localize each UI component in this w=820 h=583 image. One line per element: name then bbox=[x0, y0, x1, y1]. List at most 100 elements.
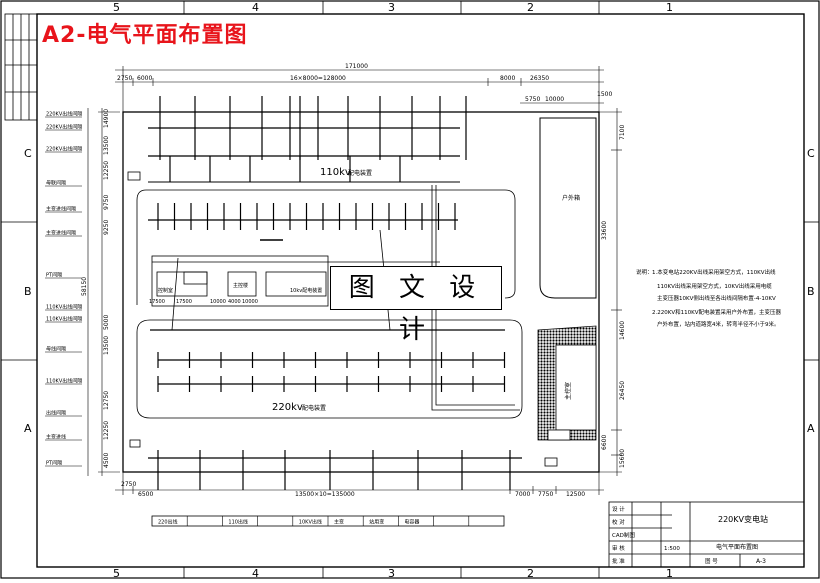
schedule-cell-0: 220出线 bbox=[158, 519, 178, 526]
main-building-box bbox=[227, 271, 257, 297]
bay-110kv-gantries bbox=[159, 96, 467, 182]
legend-label-6: PT间隔 bbox=[46, 272, 62, 279]
sv-room-box bbox=[555, 344, 597, 431]
legend-label-2: 220KV出线间隔 bbox=[46, 146, 82, 153]
substation-label: 户外箱 bbox=[562, 194, 580, 202]
kv10-label: 10kv配电装置 bbox=[290, 287, 322, 294]
schedule-cell-5: 主变 bbox=[334, 519, 344, 526]
dim-top-total: 171000 bbox=[345, 63, 368, 70]
dim-mid-1: 17500 bbox=[149, 299, 165, 305]
main-building-label: 主控楼 bbox=[233, 282, 248, 289]
watermark-stamp: 图 文 设 计 bbox=[330, 266, 502, 345]
right-dimensions bbox=[599, 108, 622, 476]
legend-label-3: 母联间隔 bbox=[46, 180, 66, 187]
col-label-1b: 1 bbox=[666, 567, 673, 579]
row-label-b: B bbox=[24, 285, 32, 298]
tb-row-3: CAD制图 bbox=[612, 531, 635, 539]
dim-bot-5: 7750 bbox=[538, 491, 553, 498]
dim-top-4: 8000 bbox=[500, 75, 515, 82]
legend-label-11: 出线间隔 bbox=[46, 410, 66, 417]
tb-row-1: 设 计 bbox=[612, 505, 625, 513]
dim-left-3: 12250 bbox=[103, 161, 110, 180]
col-label-2b: 2 bbox=[527, 567, 534, 579]
legend-label-10: 110KV出线间隔 bbox=[46, 378, 82, 385]
ctrl-room-label: 控制室 bbox=[158, 287, 173, 294]
row-label-c-r: C bbox=[807, 147, 815, 160]
dim-left-2: 13500 bbox=[103, 136, 110, 155]
col-label-3: 3 bbox=[388, 1, 395, 14]
notes-line-1: 1.本变电站220KV出线采用架空方式，110KV出线 bbox=[652, 268, 776, 276]
road-upper-left bbox=[136, 189, 147, 305]
page-title: A2-电气平面布置图 bbox=[42, 23, 248, 48]
legend-label-7: 110KV出线间隔 bbox=[46, 304, 82, 311]
sv-room-label: 主控室 bbox=[564, 382, 572, 400]
schedule-cell-4: 10KV出线 bbox=[299, 519, 322, 526]
schedule-cell-6: 站用变 bbox=[369, 519, 384, 526]
dim-right-6: 15600 bbox=[619, 449, 626, 468]
dim-top-2: 6000 bbox=[137, 75, 152, 82]
bay-220kv-busbars bbox=[150, 329, 505, 385]
legend-label-12: 主变进线 bbox=[46, 434, 66, 441]
dim-mid-5: 10000 bbox=[242, 299, 258, 305]
equipment-box-1 bbox=[127, 171, 141, 181]
col-label-4b: 4 bbox=[252, 567, 259, 579]
legend-label-13: PT间隔 bbox=[46, 460, 62, 467]
col-label-4: 4 bbox=[252, 1, 259, 14]
notes-header: 说明： bbox=[636, 268, 653, 276]
dim-bot-4: 7000 bbox=[515, 491, 530, 498]
site-boundary bbox=[122, 111, 600, 473]
col-label-5b: 5 bbox=[113, 567, 120, 579]
notes-line-4: 2.220KV和110KV配电装置采用户外布置，主变压器 bbox=[652, 308, 781, 316]
dim-top-3: 16×8000=128000 bbox=[290, 75, 346, 82]
dim-top-r2: 10000 bbox=[545, 96, 564, 103]
bay-110kv-busbars bbox=[148, 127, 460, 157]
bay-110kv-label: 110kv bbox=[320, 167, 351, 178]
dim-top-1: 2750 bbox=[117, 75, 132, 82]
road-upper-loop bbox=[146, 189, 516, 299]
title-block bbox=[608, 501, 805, 568]
main-building-area bbox=[151, 255, 329, 307]
dim-left-1: 14900 bbox=[103, 109, 110, 128]
dim-mid-3: 10000 bbox=[210, 299, 226, 305]
left-dimensions bbox=[87, 108, 120, 476]
legend-label-5: 主变进线间隔 bbox=[46, 230, 76, 237]
tb-page: 图 号 bbox=[705, 557, 718, 565]
legend-label-0: 220KV出线间隔 bbox=[46, 111, 82, 118]
bay-220kv-gantries bbox=[157, 352, 506, 392]
col-label-5: 5 bbox=[113, 1, 120, 14]
tb-scale: 1:500 bbox=[664, 546, 680, 552]
col-label-2: 2 bbox=[527, 1, 534, 14]
grid-labels: 5 4 3 2 1 5 4 3 2 1 C B A C B A bbox=[24, 1, 815, 580]
dim-right-3: 14600 bbox=[619, 321, 626, 340]
dim-left-total: 58150 bbox=[81, 277, 88, 296]
road-220-loop bbox=[136, 319, 523, 419]
tb-drawing: 电气平面布置图 bbox=[716, 543, 758, 551]
tb-number: A-3 bbox=[756, 558, 766, 565]
dim-bot-3: 13500×10=135000 bbox=[295, 491, 355, 498]
bay-110kv-note: 配电装置 bbox=[348, 169, 372, 177]
inner-frame bbox=[36, 13, 805, 568]
transformer-1 bbox=[183, 271, 208, 285]
transformer-2 bbox=[547, 429, 571, 441]
transformer-feeds bbox=[171, 185, 520, 411]
tb-project: 220KV变电站 bbox=[718, 514, 768, 524]
row-label-c: C bbox=[24, 147, 32, 160]
legend-label-4: 主变进线间隔 bbox=[46, 206, 76, 213]
row-label-a-r: A bbox=[807, 422, 815, 435]
notes-line-5: 户外布置，站内道路宽4米，转弯半径不小于9米。 bbox=[657, 320, 780, 328]
bay-220kv-label: 220kv bbox=[272, 402, 303, 413]
dim-right-4: 26450 bbox=[619, 381, 626, 400]
row-label-b-r: B bbox=[807, 285, 815, 298]
dim-mid-4: 4000 bbox=[228, 299, 241, 305]
bay-220kv-note: 配电装置 bbox=[302, 404, 326, 412]
dim-left-9: 12250 bbox=[103, 421, 110, 440]
notes-line-3: 主变压器10KV侧出线至各出线间隔布置-4-10KV bbox=[657, 294, 776, 302]
schedule-cell-2: 110出线 bbox=[228, 519, 248, 526]
dim-right-2: 33600 bbox=[601, 221, 608, 240]
bottom-dimensions bbox=[115, 472, 604, 495]
dim-bot-2: 6500 bbox=[138, 491, 153, 498]
dim-right-1: 7100 bbox=[619, 125, 626, 140]
